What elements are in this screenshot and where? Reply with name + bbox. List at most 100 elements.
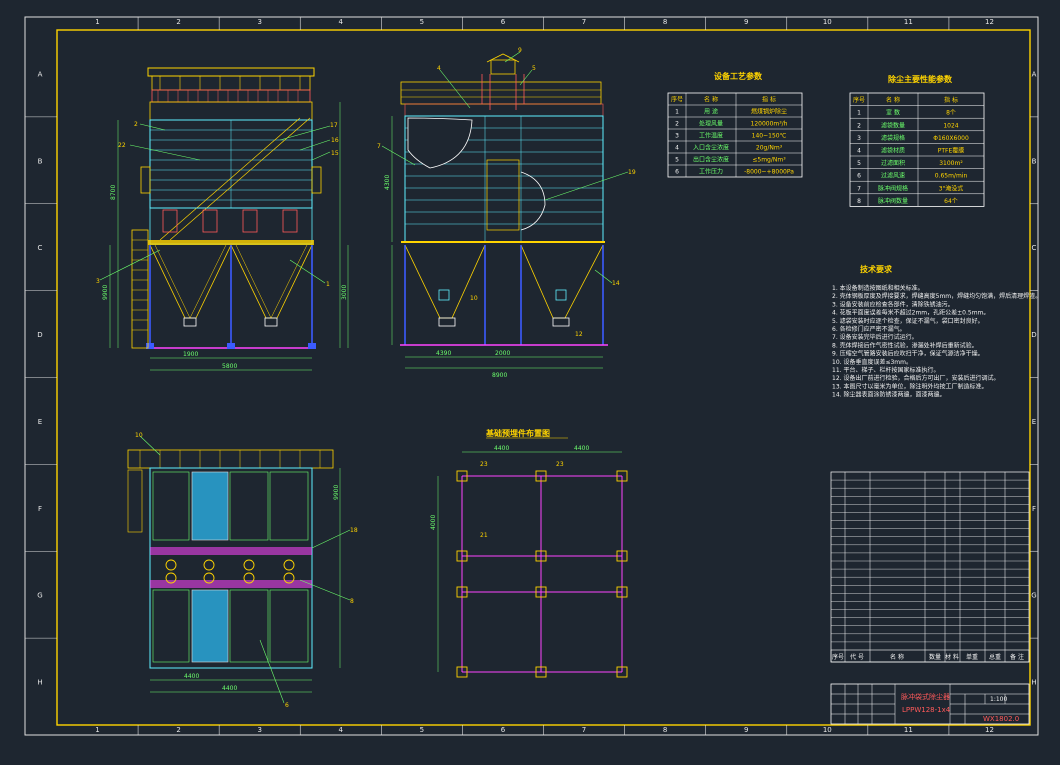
table-header-cell: 名 称	[704, 96, 718, 104]
border-row-label-left: H	[37, 679, 42, 687]
foundation-callout-3: 21	[480, 532, 488, 539]
tech-note-item: 6. 各检修门应严密不漏气。	[832, 325, 906, 333]
front-dim-3: 8700	[110, 185, 117, 200]
border-row-label-left: G	[37, 592, 42, 600]
front-callout-2: 2	[134, 121, 138, 128]
table-cell: 20g/Nm³	[756, 145, 783, 152]
border-row-label-right: G	[1031, 592, 1036, 600]
table-header-cell: 指 标	[944, 96, 958, 104]
side-callout-4: 4	[437, 65, 441, 72]
border-col-label-top: 9	[744, 18, 748, 26]
technical-requirements: 技术要求 1. 本设备制造按图纸和相关标准。2. 壳体钢板厚度及焊接要求，焊缝高…	[832, 264, 1041, 399]
tech-note-item: 10. 设备垂直度误差≤3mm。	[832, 358, 912, 366]
foundation-plan: 基础预埋件布置图 4400 4400 4000 23 23 21	[430, 428, 628, 678]
side-callout-14: 14	[612, 280, 620, 287]
parts-header-cell: 总重	[989, 653, 1001, 661]
plan-callout-6: 6	[285, 702, 289, 709]
table-cell: 过滤面积	[881, 159, 905, 167]
front-callout-16: 16	[331, 137, 339, 144]
border-col-label-bottom: 5	[420, 726, 424, 734]
bag-table-title: 除尘主要性能参数	[888, 74, 953, 84]
border-col-label-top: 2	[176, 18, 180, 26]
tech-note-item: 9. 压缩空气管路安装后应吹扫干净，保证气源洁净干燥。	[832, 350, 984, 358]
table-cell: 1024	[943, 122, 958, 129]
border-col-label-top: 6	[501, 18, 506, 26]
foundation-callout-2: 23	[556, 461, 564, 468]
table-cell: 140~150℃	[752, 133, 787, 140]
table-cell: 过滤风速	[881, 172, 905, 180]
border-row-label-right: D	[1031, 331, 1036, 339]
table-cell: 工作压力	[699, 168, 723, 176]
table-cell: 3100m²	[939, 160, 963, 167]
tech-note-item: 2. 壳体钢板厚度及焊接要求，焊缝高度5mm，焊缝均匀饱满，焊后清理焊渣。	[832, 292, 1041, 300]
border-col-label-bottom: 2	[176, 726, 180, 734]
table-cell: 5	[857, 160, 861, 167]
table-cell: 2	[857, 122, 861, 129]
side-callout-9: 9	[518, 47, 522, 54]
border-row-label-left: F	[38, 505, 42, 513]
table-cell: Φ160X6000	[933, 135, 969, 142]
table-cell: 1	[857, 110, 861, 117]
table-cell: 2	[675, 121, 679, 128]
border-col-label-bottom: 6	[501, 726, 506, 734]
table-cell: 脉冲阀数量	[878, 197, 908, 205]
plan-callout-8: 8	[350, 598, 354, 605]
parts-header-cell: 数量	[929, 653, 941, 661]
tech-note-item: 5. 滤袋安装时应逐个检查，保证不漏气，袋口密封良好。	[832, 317, 984, 325]
side-dim-3: 8900	[492, 372, 507, 379]
plan-callout-18: 18	[350, 527, 358, 534]
parts-header-cell: 材 料	[945, 653, 959, 661]
title-name: 脉冲袋式除尘器	[901, 692, 950, 701]
border-col-label-top: 11	[904, 18, 913, 26]
table-cell: 0.65m/min	[935, 173, 968, 180]
border-col-label-top: 1	[95, 18, 99, 26]
foundation-dim-3: 4000	[430, 515, 437, 530]
tech-note-item: 12. 设备出厂前进行检验，合格后方可出厂，安装后进行调试。	[832, 374, 999, 382]
table-cell: 4	[675, 145, 679, 152]
title-model: LPPW128-1x4	[902, 706, 951, 714]
tech-note-item: 1. 本设备制造按图纸和相关标准。	[832, 284, 924, 292]
table-cell: 64个	[944, 198, 958, 205]
table-cell: 室 数	[886, 109, 900, 117]
table-cell: 1	[675, 109, 679, 116]
plan-dim-1: 4400	[184, 673, 199, 680]
table-cell: 5	[675, 157, 679, 164]
foundation-title: 基础预埋件布置图	[485, 428, 550, 438]
front-callout-22: 22	[118, 142, 126, 149]
front-dim-5: 3000	[341, 285, 348, 300]
tech-note-item: 11. 平台、梯子、栏杆按国家标准执行。	[832, 366, 939, 374]
table-cell: 8	[857, 198, 861, 205]
title-block: 脉冲袋式除尘器 LPPW128-1x4 1:100 WX1802.0	[830, 683, 1030, 725]
foundation-dim-2: 4400	[574, 445, 589, 452]
border-col-label-top: 8	[663, 18, 667, 26]
table-cell: PTFE覆膜	[938, 147, 965, 155]
process-table-title: 设备工艺参数	[714, 71, 763, 81]
border-col-label-bottom: 9	[744, 726, 748, 734]
table-cell: 8个	[946, 110, 956, 117]
tech-note-item: 8. 壳体焊接后作气密性试验，渗漏处补焊后重新试验。	[832, 341, 978, 349]
side-callout-7: 7	[377, 143, 381, 150]
tech-note-item: 3. 设备安装前应检查各部件，清除铁锈油污。	[832, 300, 954, 308]
front-view: 1900 5800 8700 9900 3000 22 17 16 15 3 1…	[96, 67, 349, 371]
front-callout-17: 17	[330, 122, 338, 129]
plan-dim-3: 9900	[333, 485, 340, 500]
table-cell: -8000~+8000Pa	[744, 169, 794, 176]
parts-list: 序号代 号名 称数量材 料单重总重备 注	[830, 471, 1030, 663]
side-callout-5: 5	[532, 65, 536, 72]
border-col-label-top: 5	[420, 18, 424, 26]
border-col-label-bottom: 1	[95, 726, 99, 734]
outer-frame	[24, 16, 1039, 736]
table-header-cell: 名 称	[886, 96, 900, 104]
tech-note-item: 4. 花板平面度误差每米不超过2mm，孔距公差±0.5mm。	[832, 309, 989, 317]
tech-note-item: 13. 本图尺寸以毫米为单位，除注明外均按工厂制造标准。	[832, 382, 987, 390]
table-cell: 3"淹没式	[939, 184, 964, 192]
border-row-label-right: E	[1032, 418, 1036, 426]
border-row-label-left: A	[38, 70, 43, 78]
front-callout-3: 3	[96, 278, 100, 285]
table-cell: 3	[675, 133, 679, 140]
side-dim-4: 4300	[384, 175, 391, 190]
front-callout-15: 15	[331, 150, 339, 157]
